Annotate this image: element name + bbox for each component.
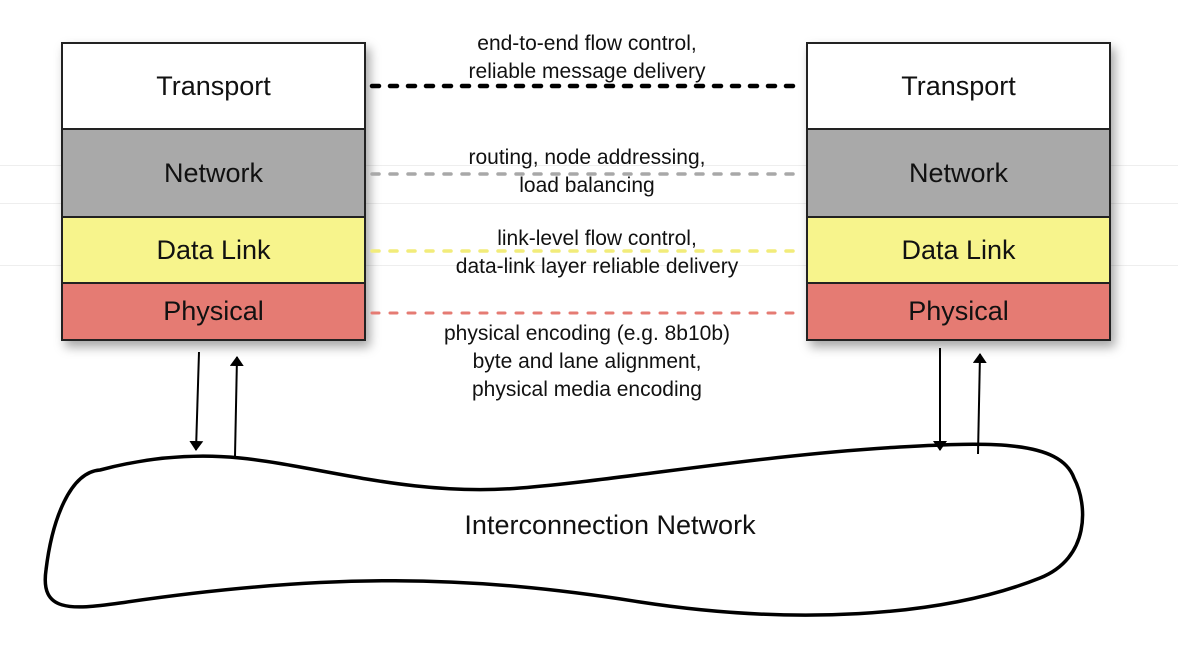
right-network-label: Network: [908, 157, 1009, 188]
left-datalink-layer: Data Link: [61, 218, 366, 284]
right-network-layer: Network: [806, 130, 1111, 218]
network-desc-line-2: load balancing: [519, 174, 655, 197]
left-physical-layer: Physical: [61, 284, 366, 341]
right-transport-label: Transport: [901, 70, 1016, 101]
physical-desc-line-3: physical media encoding: [472, 378, 702, 401]
interconnection-network-cloud: [43, 442, 1085, 617]
left-network-label: Network: [163, 157, 264, 188]
right-datalink-layer: Data Link: [806, 218, 1111, 284]
interconnection-network-label: Interconnection Network: [464, 510, 756, 540]
physical-link-description: physical encoding (e.g. 8b10b) byte and …: [377, 320, 797, 404]
right-up-arrow: [972, 353, 987, 455]
physical-desc-line-2: byte and lane alignment,: [472, 350, 702, 373]
left-datalink-label: Data Link: [156, 234, 271, 265]
datalink-desc-line-2: data-link layer reliable delivery: [455, 255, 739, 278]
left-network-layer: Network: [61, 130, 366, 218]
right-transport-layer: Transport: [806, 42, 1111, 130]
right-datalink-label: Data Link: [901, 234, 1016, 265]
background-guide-line: [0, 265, 1178, 266]
network-link-description: routing, node addressing, load balancing: [377, 144, 797, 200]
datalink-link-description: link-level flow control, data-link layer…: [387, 225, 807, 281]
left-transport-layer: Transport: [61, 42, 366, 130]
datalink-desc-line-1: link-level flow control,: [497, 227, 697, 250]
background-guide-line: [0, 203, 1178, 204]
right-physical-layer: Physical: [806, 284, 1111, 341]
right-protocol-stack: Transport Network Data Link Physical: [806, 42, 1111, 341]
left-protocol-stack: Transport Network Data Link Physical: [61, 42, 366, 341]
transport-link-description: end-to-end flow control, reliable messag…: [377, 30, 797, 86]
background-guide-line: [0, 165, 1178, 166]
right-physical-label: Physical: [908, 296, 1009, 326]
left-physical-label: Physical: [163, 296, 264, 326]
transport-desc-line-2: reliable message delivery: [468, 60, 706, 83]
left-up-arrow: [229, 356, 244, 457]
left-down-arrow: [189, 351, 204, 451]
physical-desc-line-1: physical encoding (e.g. 8b10b): [443, 322, 731, 345]
left-transport-label: Transport: [156, 70, 271, 101]
transport-desc-line-1: end-to-end flow control,: [477, 32, 697, 55]
network-desc-line-1: routing, node addressing,: [468, 146, 706, 169]
